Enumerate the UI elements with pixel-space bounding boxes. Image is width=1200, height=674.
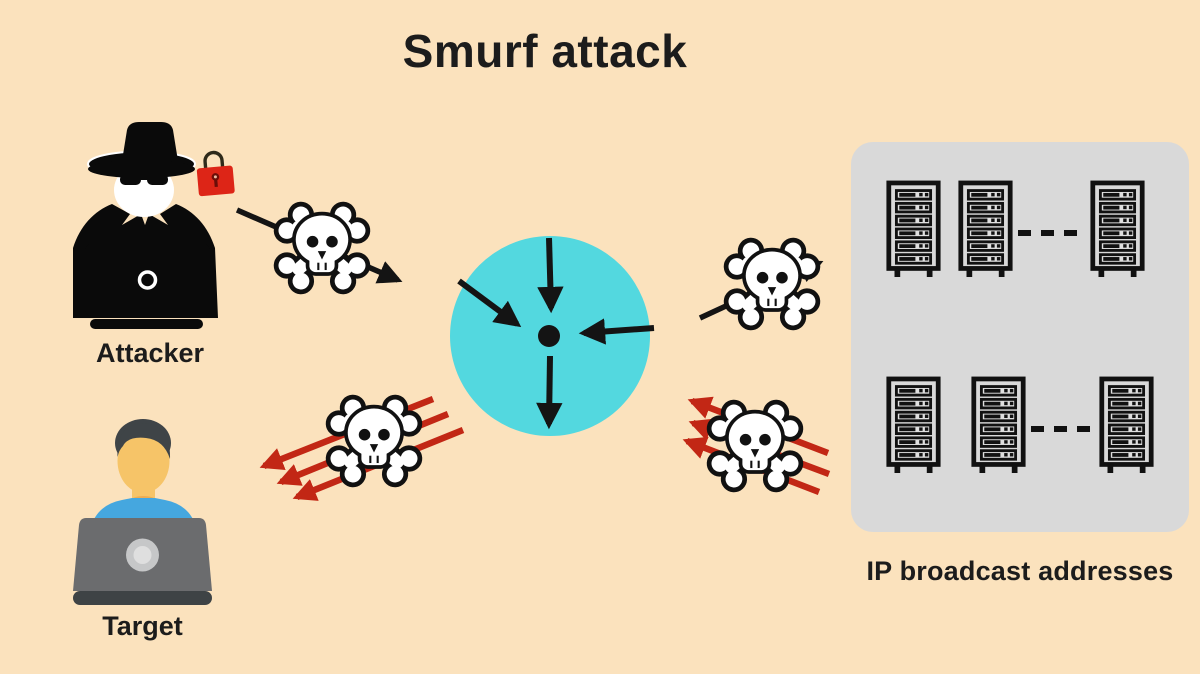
attack-arrow-amplifier-to-servers (698, 260, 824, 321)
fedora-hat (87, 122, 196, 178)
skull-crossbones-icon (725, 239, 819, 329)
skull-crossbones-icon (708, 401, 802, 491)
attacker-icon (73, 122, 218, 329)
face (117, 429, 170, 493)
server-rack-icon (957, 178, 1014, 281)
flood-arrows-to-target (259, 395, 465, 501)
skull-crossbones-icon (275, 203, 369, 293)
dashed-link-icon (1031, 426, 1095, 432)
attacker-label: Attacker (95, 338, 205, 368)
server-rack-icon (1098, 374, 1155, 477)
dashed-link-icon (1018, 230, 1086, 236)
laptop-icon (73, 518, 212, 605)
target-label: Target (102, 611, 183, 641)
server-rack-icon (1089, 178, 1146, 281)
broadcast-addresses-box (851, 142, 1189, 532)
page-title: Smurf attack (402, 25, 688, 77)
amplifier-circle (450, 236, 655, 436)
server-rack-icon (885, 178, 942, 281)
skull-crossbones-icon (327, 396, 421, 486)
center-node-dot (538, 325, 560, 347)
target-icon (73, 419, 212, 605)
hair-fringe (117, 423, 171, 459)
server-rack-icon (970, 374, 1027, 477)
broadcast-addresses-label: IP broadcast addresses (866, 556, 1174, 586)
attack-arrow-attacker-to-amplifier (235, 207, 403, 284)
flood-arrows-from-servers (682, 396, 831, 496)
server-rack-icon (885, 374, 942, 477)
laptop-icon (85, 243, 210, 329)
